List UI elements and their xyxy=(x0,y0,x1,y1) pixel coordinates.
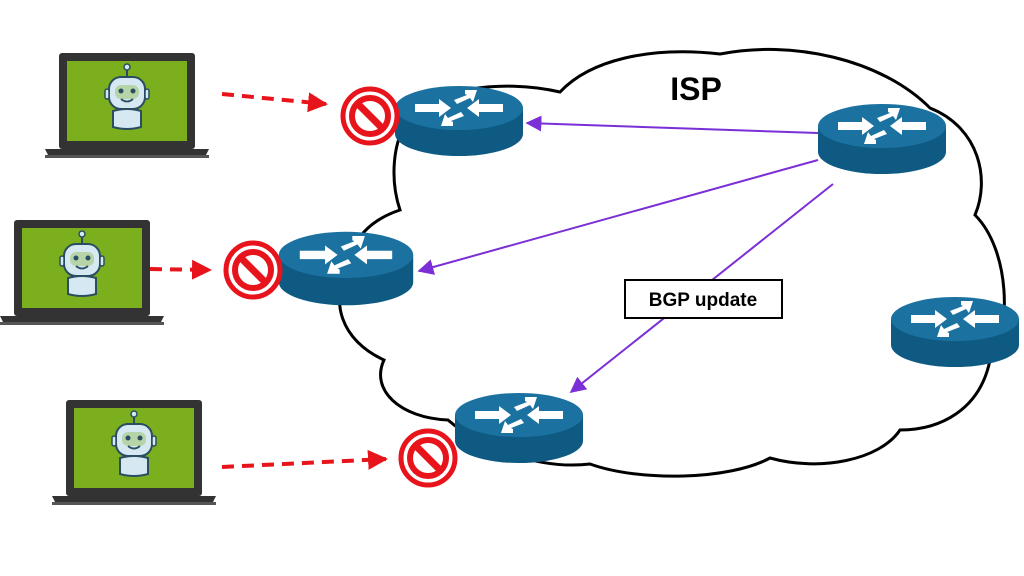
no-entry-icon xyxy=(226,243,280,297)
router-icon xyxy=(278,231,414,306)
laptop-robot-icon xyxy=(0,219,165,326)
router-icon xyxy=(455,393,583,463)
cloud-label: ISP xyxy=(670,71,722,107)
laptop-robot-icon xyxy=(51,399,217,506)
router-icon xyxy=(395,86,523,156)
laptop-robot-icon xyxy=(44,52,210,159)
blocked-traffic-arrow-2 xyxy=(149,259,212,280)
blocked-traffic-arrow-1 xyxy=(221,92,328,113)
bgp-update-label-box: BGP update xyxy=(624,279,783,319)
router-icon xyxy=(891,297,1019,367)
bgp-arrow-to-router-1 xyxy=(525,115,819,134)
bgp-arrow-to-router-2 xyxy=(417,159,819,275)
no-entry-icon xyxy=(343,89,397,143)
bgp-update-label: BGP update xyxy=(649,290,757,311)
router-icon xyxy=(818,104,946,174)
blocked-traffic-arrow-3 xyxy=(221,449,388,470)
no-entry-icon xyxy=(401,431,455,485)
